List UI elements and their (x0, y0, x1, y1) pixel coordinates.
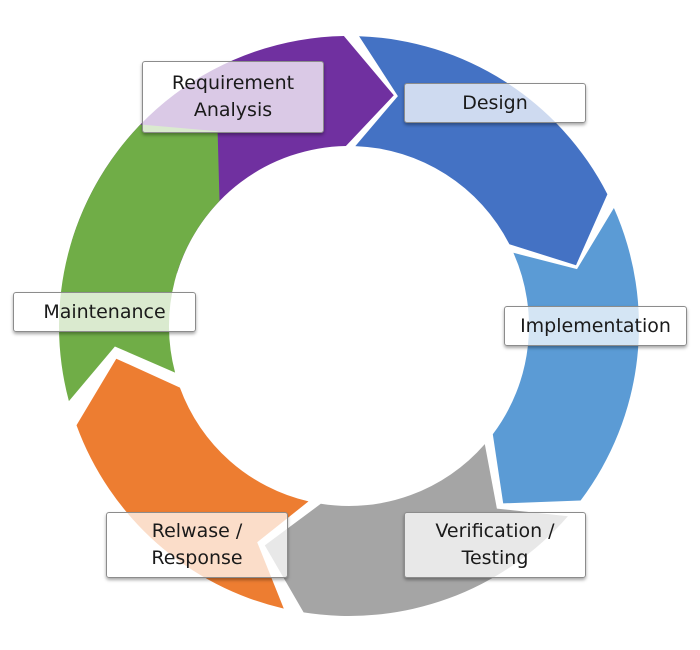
cycle-arrow-design (355, 36, 608, 266)
stage-label-line: Verification / (435, 520, 555, 542)
stage-label-line: Analysis (193, 99, 273, 121)
stage-label-line: Response (151, 547, 243, 569)
stage-label-design: Design (404, 83, 586, 123)
stage-label-implementation: Implementation (504, 306, 687, 346)
stage-label-verification-testing: Verification / Testing (404, 512, 586, 578)
stage-label-line: Testing (461, 547, 529, 569)
stage-label-maintenance: Maintenance (13, 292, 196, 332)
cycle-arrow-implementation (492, 208, 639, 504)
stage-label-line: Design (462, 91, 528, 114)
stage-label-release-response: Relwase / Response (106, 512, 288, 578)
stage-label-line: Relwase / (151, 520, 243, 542)
stage-label-line: Maintenance (43, 300, 166, 323)
stage-label-line: Requirement (171, 72, 295, 94)
cycle-arrow-maintenance (58, 124, 220, 402)
stage-label-requirement-analysis: Requirement Analysis (142, 61, 324, 133)
stage-label-line: Implementation (520, 314, 671, 337)
